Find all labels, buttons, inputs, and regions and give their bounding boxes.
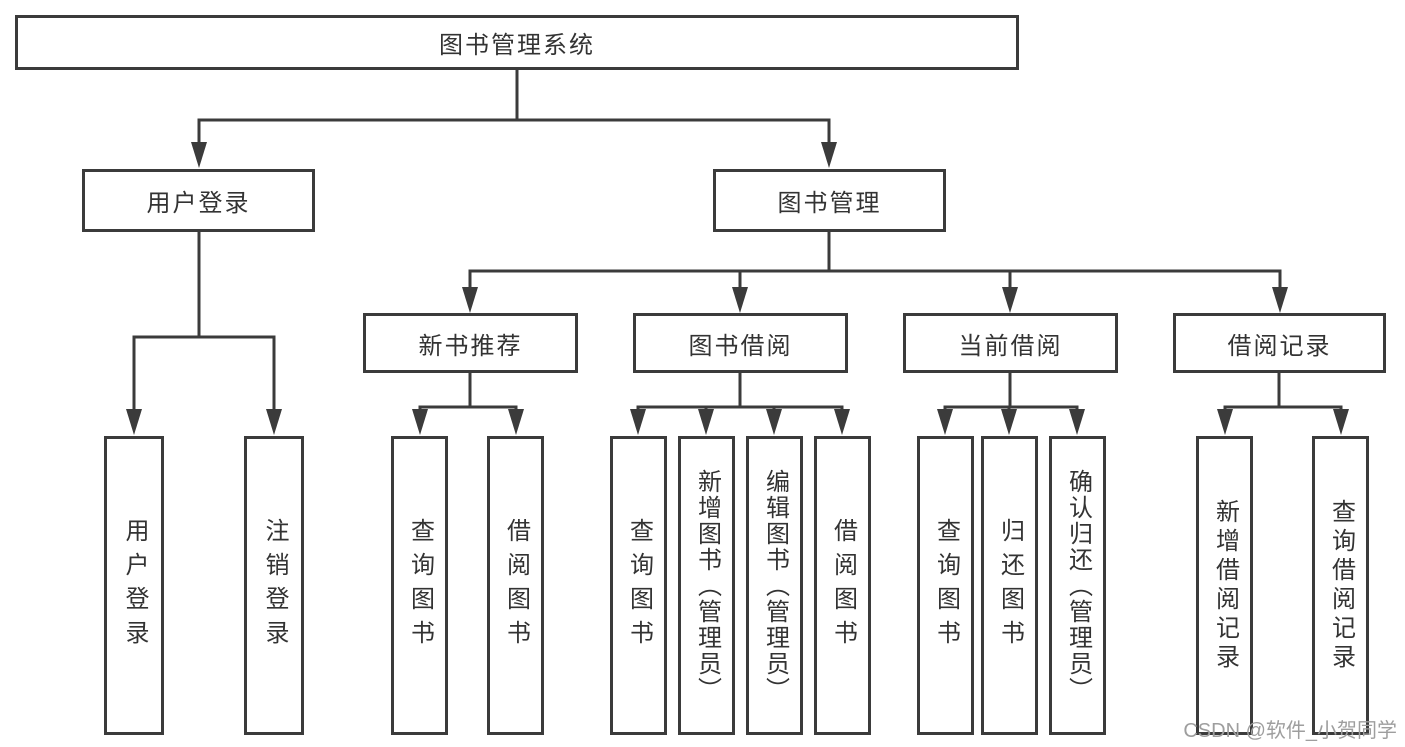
leaf-borrow-books: 借阅图书 — [814, 436, 871, 735]
leaf-label: 查询借阅记录 — [1327, 498, 1355, 673]
node-book-management: 图书管理 — [713, 169, 946, 232]
node-current-borrowing: 当前借阅 — [903, 313, 1118, 373]
leaf-label: 借阅图书 — [829, 517, 857, 654]
node-label: 当前借阅 — [958, 332, 1063, 360]
leaf-logout: 注销登录 — [244, 436, 304, 735]
node-book-borrowing: 图书借阅 — [633, 313, 848, 373]
connector-borrowing-bar — [636, 405, 844, 413]
leaf-add-borrow-record: 新增借阅记录 — [1196, 436, 1253, 735]
node-label: 图书借阅 — [688, 332, 793, 360]
leaf-label: 编辑图书（管理员） — [761, 468, 789, 703]
node-label: 新书推荐 — [418, 332, 523, 360]
node-label: 借阅记录 — [1227, 332, 1332, 360]
leaf-label: 确认归还（管理员） — [1064, 468, 1092, 703]
leaf-add-books-admin: 新增图书（管理员） — [678, 436, 735, 735]
leaf-label: 用户登录 — [121, 517, 148, 654]
leaf-label: 归还图书 — [996, 517, 1024, 654]
node-borrowing-records: 借阅记录 — [1173, 313, 1386, 373]
leaf-edit-books-admin: 编辑图书（管理员） — [746, 436, 803, 735]
node-new-book-recommendation: 新书推荐 — [363, 313, 578, 373]
leaf-label: 新增图书（管理员） — [693, 468, 721, 703]
connector-records-bar — [1223, 405, 1343, 413]
connector-root-bar — [197, 118, 831, 146]
leaf-user-login: 用户登录 — [104, 436, 164, 735]
leaf-label: 注销登录 — [261, 517, 288, 654]
leaf-query-borrow-record: 查询借阅记录 — [1312, 436, 1369, 735]
leaf-current-query-books: 查询图书 — [917, 436, 974, 735]
leaf-recommend-query-books: 查询图书 — [391, 436, 448, 735]
connector-user-login-bar — [132, 335, 276, 413]
leaf-label: 查询图书 — [406, 517, 434, 654]
node-label: 用户登录 — [146, 190, 251, 217]
leaf-label: 新增借阅记录 — [1211, 498, 1239, 673]
leaf-label: 查询图书 — [932, 517, 960, 654]
leaf-label: 查询图书 — [625, 517, 653, 654]
connector-recommend-bar — [418, 405, 518, 413]
node-label: 图书管理 — [777, 190, 882, 217]
node-user-login: 用户登录 — [82, 169, 315, 232]
leaf-return-books: 归还图书 — [981, 436, 1038, 735]
node-library-management-system: 图书管理系统 — [15, 15, 1019, 70]
leaf-recommend-borrow-books: 借阅图书 — [487, 436, 544, 735]
leaf-label: 借阅图书 — [502, 517, 530, 654]
watermark: CSDN @软件_小贺同学 — [1183, 720, 1397, 742]
connector-book-management-bar — [468, 269, 1282, 291]
leaf-confirm-return-admin: 确认归还（管理员） — [1049, 436, 1106, 735]
arrowheads — [126, 142, 1349, 435]
node-label: 图书管理系统 — [439, 32, 595, 59]
leaf-borrowing-query-books: 查询图书 — [610, 436, 667, 735]
